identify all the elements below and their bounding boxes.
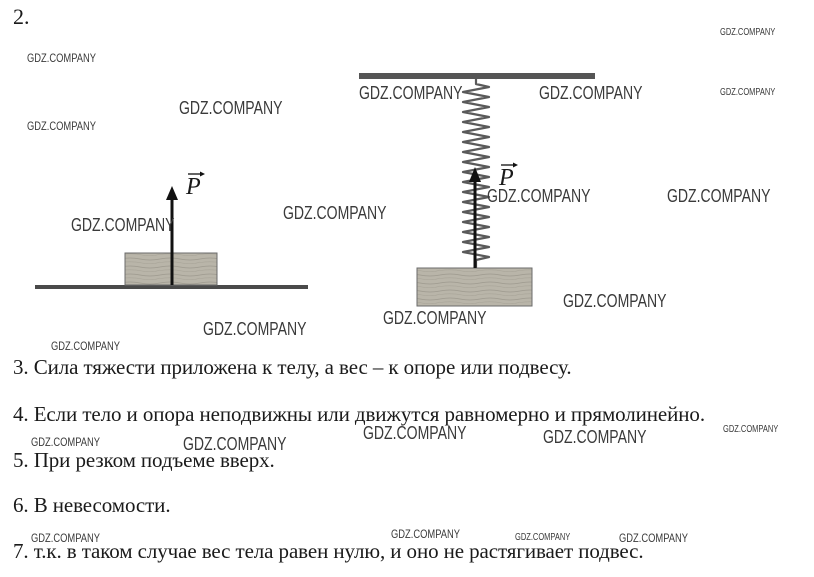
answer-7: 7. т.к. в таком случае вес тела равен ну…: [13, 539, 644, 563]
watermark: GDZ.COMPANY: [359, 83, 463, 103]
watermark: GDZ.COMPANY: [203, 319, 307, 339]
answer-4: 4. Если тело и опора неподвижны или движ…: [13, 402, 705, 426]
watermark: GDZ.COMPANY: [720, 27, 776, 38]
watermark: GDZ.COMPANY: [391, 527, 460, 541]
watermark: GDZ.COMPANY: [383, 308, 487, 328]
watermark: GDZ.COMPANY: [31, 435, 100, 449]
spring: [461, 79, 491, 268]
weight-label: P: [498, 165, 514, 191]
watermark: GDZ.COMPANY: [539, 83, 643, 103]
watermark: GDZ.COMPANY: [183, 434, 287, 454]
surface-line: [35, 285, 308, 289]
watermark: GDZ.COMPANY: [543, 427, 647, 447]
weight-arrowhead: [469, 167, 481, 182]
watermark: GDZ.COMPANY: [27, 51, 96, 65]
watermark: GDZ.COMPANY: [619, 531, 688, 545]
watermark: GDZ.COMPANY: [27, 119, 96, 133]
section-number: 2.: [13, 4, 30, 29]
hanging-block: [416, 267, 533, 307]
watermark: GDZ.COMPANY: [51, 339, 120, 353]
watermark: GDZ.COMPANY: [71, 215, 175, 235]
answer-6: 6. В невесомости.: [13, 493, 171, 517]
watermark: GDZ.COMPANY: [723, 424, 779, 435]
block-on-spring: P: [359, 73, 595, 307]
watermark: GDZ.COMPANY: [667, 186, 771, 206]
watermark: GDZ.COMPANY: [179, 98, 283, 118]
weight-arrowhead: [166, 186, 178, 200]
watermark: GDZ.COMPANY: [720, 87, 776, 98]
watermark: GDZ.COMPANY: [515, 532, 571, 543]
physics-figure: P P: [35, 73, 595, 307]
block-on-surface: P: [35, 171, 308, 289]
answer-5: 5. При резком подъеме вверх.: [13, 448, 275, 472]
watermark: GDZ.COMPANY: [283, 203, 387, 223]
watermark: GDZ.COMPANY: [31, 531, 100, 545]
ceiling-bar: [359, 73, 595, 79]
watermark: GDZ.COMPANY: [563, 291, 667, 311]
answer-3: 3. Сила тяжести приложена к телу, а вес …: [13, 355, 572, 379]
watermark: GDZ.COMPANY: [487, 186, 591, 206]
watermark: GDZ.COMPANY: [363, 423, 467, 443]
weight-label: P: [185, 174, 201, 200]
